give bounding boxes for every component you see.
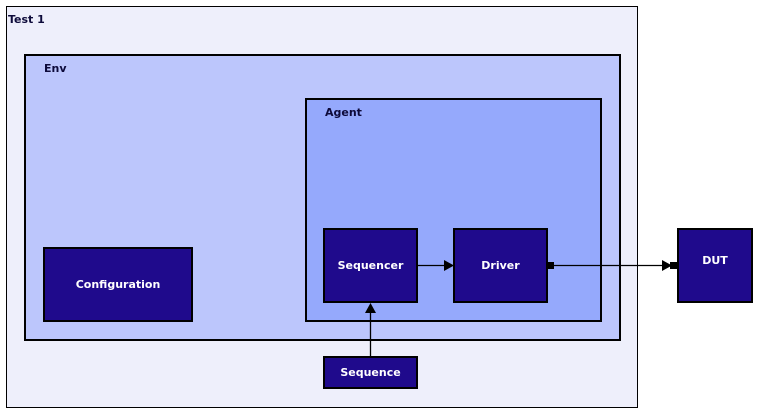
sequencer-label: Sequencer — [337, 259, 404, 272]
configuration-label: Configuration — [75, 278, 161, 291]
sequencer-to-driver-arrow — [418, 260, 454, 271]
dut-block: DUT — [677, 228, 753, 303]
agent-label: Agent — [325, 106, 362, 119]
sequence-block: Sequence — [323, 356, 418, 389]
sequence-label: Sequence — [340, 366, 401, 379]
dut-label: DUT — [702, 254, 728, 267]
sequence-to-sequencer-arrow — [365, 303, 376, 356]
sequencer-block: Sequencer — [323, 228, 418, 303]
driver-to-dut-connection — [547, 260, 677, 271]
configuration-block: Configuration — [43, 247, 193, 322]
env-label: Env — [44, 62, 67, 75]
test-label: Test 1 — [8, 13, 45, 26]
driver-label: Driver — [481, 259, 520, 272]
